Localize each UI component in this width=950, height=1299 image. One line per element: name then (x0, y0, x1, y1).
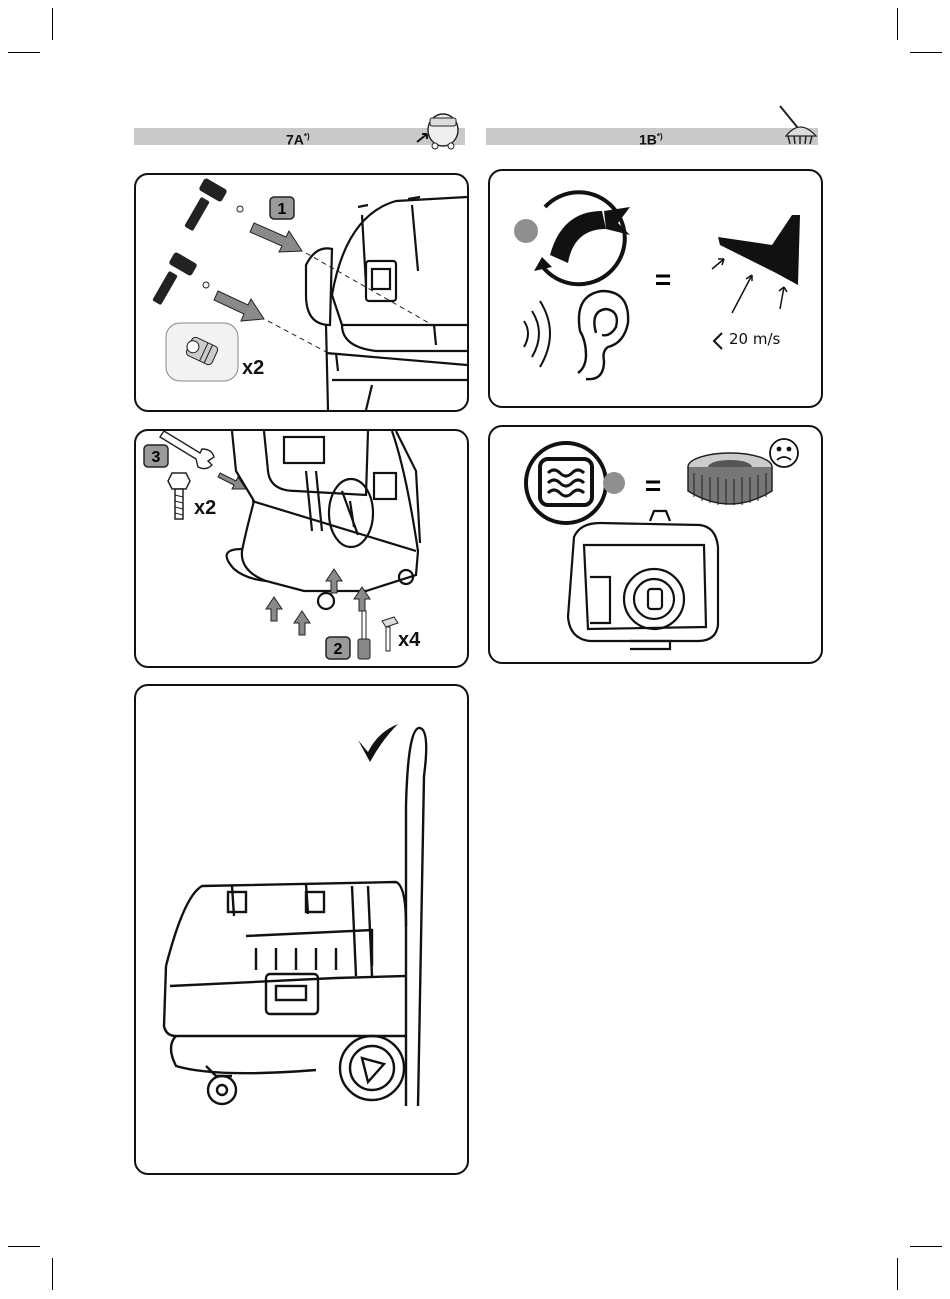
illustration-1b-1: = (490, 171, 821, 406)
quantity-label: x2 (194, 497, 216, 520)
step-number: 2 (334, 641, 343, 658)
vacuum-with-handle (164, 728, 426, 1106)
checkmark-icon (358, 724, 398, 762)
section-number: 7A (286, 132, 304, 148)
arrow-up-icon (326, 569, 342, 593)
crop-mark (52, 8, 53, 40)
illustration-7a-3 (136, 686, 467, 1173)
arrow-up-icon (266, 597, 282, 621)
screwdriver-icon (358, 611, 370, 659)
panel-7a-result (134, 684, 469, 1175)
crop-mark (8, 52, 40, 53)
crop-mark (897, 1258, 898, 1290)
section-label-1b: 1B*) (639, 128, 663, 149)
screw-icon (382, 617, 398, 651)
floor-nozzle-icon (776, 104, 820, 148)
quantity-label: x2 (242, 357, 264, 380)
section-number: 1B (639, 132, 657, 148)
panel-7a-step-2-3: 3 2 x2 x4 (134, 429, 469, 668)
footnote-mark: *) (657, 132, 663, 141)
panel-1b-step-1: = 20 m/s (488, 169, 823, 408)
crop-mark (52, 1258, 53, 1290)
filter-status-icon (526, 443, 625, 523)
crop-mark (897, 8, 898, 40)
panel-7a-step-1: 1 x2 (134, 173, 469, 412)
dirty-filter-icon (688, 453, 772, 505)
sad-face-icon (770, 439, 798, 467)
arrow-up-icon (294, 611, 310, 635)
crop-mark (910, 1246, 942, 1247)
vacuum-cleaner-icon (413, 108, 465, 154)
header-bar-right: 1B*) (486, 128, 818, 145)
arrow-icon (250, 223, 302, 252)
knob-icon (152, 251, 209, 305)
knob-icon (184, 177, 243, 231)
footnote-mark: *) (304, 132, 310, 141)
vacuum-base (227, 431, 420, 609)
equals-sign: = (645, 470, 661, 501)
quantity-label: x4 (398, 629, 420, 652)
sound-waves-icon (524, 301, 550, 367)
equals-sign: = (655, 264, 671, 295)
rotation-hose-icon (514, 192, 630, 284)
floor-nozzle-icon (712, 215, 800, 313)
step-number: 3 (152, 449, 161, 466)
arrow-icon (214, 291, 264, 321)
bolt-icon (168, 473, 190, 519)
section-label-7a: 7A*) (286, 128, 310, 149)
air-speed-label: 20 m/s (729, 330, 780, 348)
ear-icon (578, 291, 628, 379)
crop-mark (910, 52, 942, 53)
step-number: 1 (278, 201, 287, 218)
illustration-7a-1: 1 (136, 175, 467, 410)
vacuum-body (306, 197, 467, 410)
crop-mark (8, 1246, 40, 1247)
panel-1b-step-2: = (488, 425, 823, 664)
illustration-1b-2: = (490, 427, 821, 662)
filter-housing (568, 511, 718, 649)
